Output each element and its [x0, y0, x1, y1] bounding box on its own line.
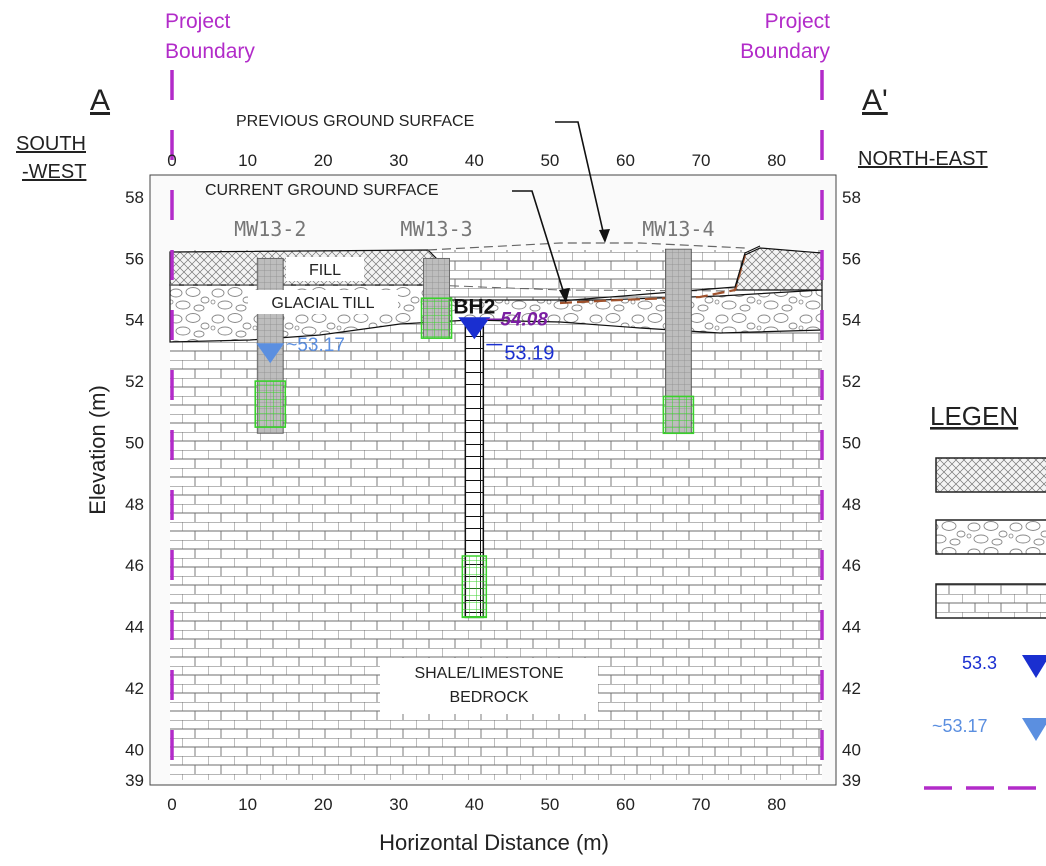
legend-water-level-2: ~53.17 [932, 716, 988, 736]
well-screen [662, 395, 695, 435]
legend-title: LEGEN [930, 401, 1018, 431]
y-tick-label-left: 50 [125, 433, 144, 452]
x-tick-label-top: 60 [616, 151, 635, 170]
borehole-bh2-screen [461, 555, 488, 619]
x-tick-label-bottom: 70 [692, 795, 711, 814]
water-levels-layer: 54.08 53.19 ~53.17 [256, 309, 554, 365]
current-ground-line-top [559, 245, 761, 302]
section-start-direction-1: SOUTH [16, 133, 86, 155]
previous-ground-label: PREVIOUS GROUND SURFACE [236, 113, 474, 130]
y-tick-label-right: 48 [842, 495, 861, 514]
x-tick-label-top: 30 [389, 151, 408, 170]
x-tick-label-bottom: 0 [167, 795, 176, 814]
legend-bedrock-swatch [935, 583, 1046, 619]
y-tick-label-left: 42 [125, 679, 144, 698]
fill-label-bg [286, 257, 364, 281]
left-boundary-label-2: Boundary [165, 40, 255, 63]
water-level-label-53-19: 53.19 [504, 343, 554, 365]
legend-water-icon-2 [1022, 718, 1046, 741]
x-tick-label-bottom: 20 [314, 795, 333, 814]
y-tick-label-right: 56 [842, 249, 861, 268]
x-tick-label-bottom: 60 [616, 795, 635, 814]
x-tick-label-top: 80 [767, 151, 786, 170]
x-tick-label-top: 0 [167, 151, 176, 170]
x-tick-label-bottom: 50 [540, 795, 559, 814]
bedrock-label-1: SHALE/LIMESTONE [414, 665, 563, 682]
x-tick-label-top: 40 [465, 151, 484, 170]
fill-label: FILL [309, 262, 341, 279]
y-tick-label-left: 56 [125, 249, 144, 268]
previous-ground-line-lower [170, 284, 736, 292]
x-tick-label-bottom: 40 [465, 795, 484, 814]
bedrock-label-2: BEDROCK [449, 689, 528, 706]
legend-water-icon-1 [1022, 655, 1046, 678]
x-tick-label-bottom: 80 [767, 795, 786, 814]
y-tick-label-right: 44 [842, 618, 861, 637]
current-ground-label: CURRENT GROUND SURFACE [205, 182, 439, 199]
x-axis-title: Horizontal Distance (m) [379, 830, 609, 855]
y-tick-label-right: 39 [842, 771, 861, 790]
y-tick-label-left: 39 [125, 771, 144, 790]
y-tick-label-left: 52 [125, 372, 144, 391]
current-ground-leader [512, 190, 567, 301]
x-tick-label-top: 20 [314, 151, 333, 170]
axis-layer: 0 0 10 10 20 20 30 30 40 40 50 50 60 60 70 70 80 80 58 58 56… [125, 151, 861, 814]
section-start-direction-2: -WEST [22, 161, 86, 183]
legend-water-level-1: 53.3 [962, 653, 997, 673]
previous-ground-line [427, 242, 746, 251]
y-tick-label-left: 54 [125, 311, 144, 330]
well-label: MW13-2 [234, 217, 306, 241]
right-boundary-label-1: Project [765, 10, 831, 33]
water-level-label-54-08: 54.08 [500, 309, 548, 330]
x-tick-label-bottom: 10 [238, 795, 257, 814]
section-end-direction: NORTH-EAST [858, 148, 988, 170]
water-level-marker-bh2 [458, 317, 491, 340]
y-tick-label-right: 46 [842, 556, 861, 575]
section-start-label: A [90, 84, 110, 117]
bedrock-label-bg [380, 658, 598, 714]
y-tick-label-left: 40 [125, 740, 144, 759]
y-tick-label-left: 58 [125, 188, 144, 207]
borehole-label: BH2 [453, 296, 495, 319]
previous-ground-leader [555, 121, 606, 241]
current-ground-line [559, 254, 747, 305]
glacial-till-label: GLACIAL TILL [271, 295, 374, 312]
well-screen [420, 297, 453, 339]
well-screen [254, 380, 287, 428]
well-label: MW13-4 [642, 217, 714, 241]
legend-fill-swatch [935, 457, 1046, 493]
well-label: MW13-3 [400, 217, 472, 241]
current-ground-arrowhead [559, 288, 570, 303]
x-tick-label-top: 10 [238, 151, 257, 170]
x-tick-label-top: 50 [540, 151, 559, 170]
left-boundary-label-1: Project [165, 10, 231, 33]
x-tick-label-top: 70 [692, 151, 711, 170]
water-level-marker-mw13-2 [256, 343, 285, 364]
y-tick-label-left: 44 [125, 618, 144, 637]
y-tick-label-left: 48 [125, 495, 144, 514]
y-tick-label-right: 58 [842, 188, 861, 207]
y-tick-label-right: 52 [842, 372, 861, 391]
y-tick-label-right: 40 [842, 740, 861, 759]
water-level-label-53-17: ~53.17 [286, 335, 345, 356]
y-tick-label-right: 42 [842, 679, 861, 698]
section-end-label: A' [862, 84, 888, 117]
glacial-till-label-bg [248, 290, 398, 314]
fill-layer-right [734, 247, 823, 291]
previous-ground-arrowhead [599, 229, 610, 243]
y-tick-label-left: 46 [125, 556, 144, 575]
right-boundary-label-2: Boundary [740, 40, 830, 63]
x-tick-label-bottom: 30 [389, 795, 408, 814]
y-axis-title: Elevation (m) [85, 385, 110, 515]
y-tick-label-right: 50 [842, 433, 861, 452]
y-tick-label-right: 54 [842, 311, 861, 330]
legend-till-swatch [935, 519, 1046, 555]
